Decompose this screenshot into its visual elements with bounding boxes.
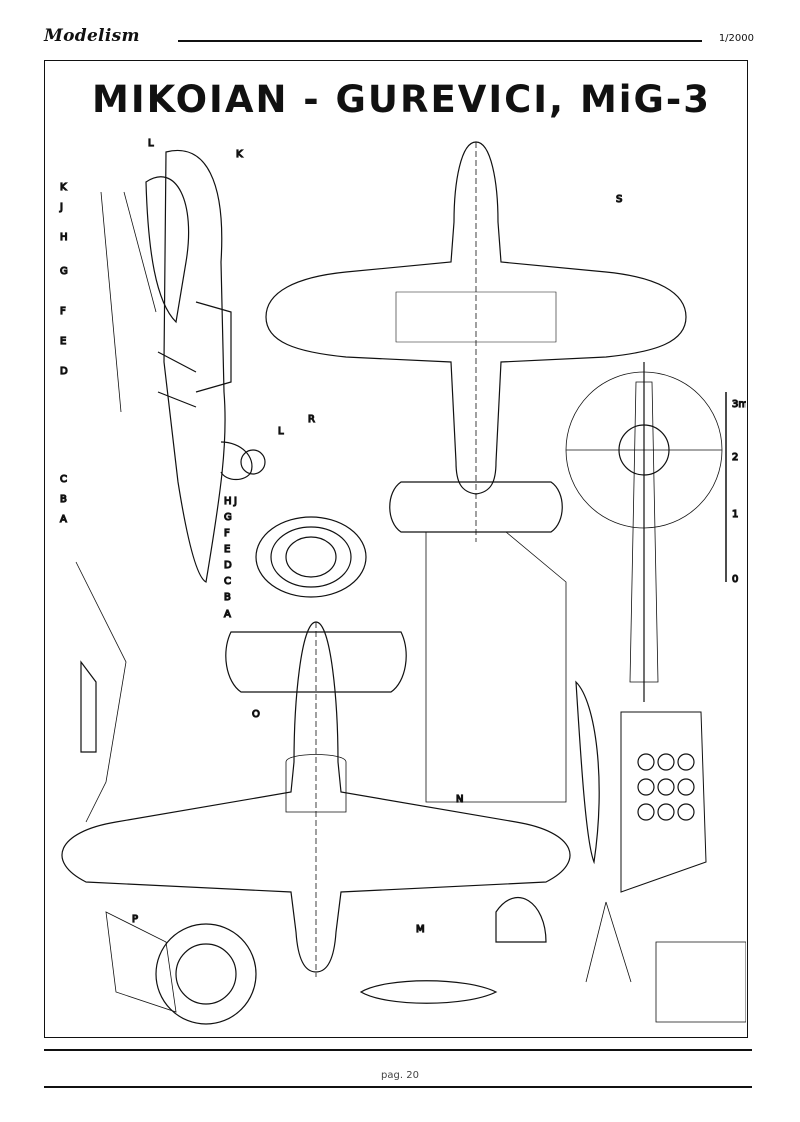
issue-number: 1/2000 (718, 33, 754, 44)
section-label: C (224, 576, 231, 587)
page-title: MIKOIAN - GUREVICI, MiG-3 (92, 78, 711, 121)
side-view (100, 149, 266, 583)
side-section-labels: A B C D E F G H J K L (58, 137, 154, 525)
section-label: H (60, 232, 68, 243)
section-label: B (224, 592, 231, 603)
drawing-frame (44, 60, 748, 1038)
section-label: J (233, 496, 237, 507)
view-label: P (132, 914, 138, 925)
section-label: A (224, 609, 231, 620)
footer-rule-top (44, 1049, 752, 1051)
section-label: J (59, 202, 63, 213)
header-rule (178, 40, 702, 42)
section-label: K (60, 182, 67, 193)
front-view (565, 362, 727, 702)
view-label: M (416, 924, 425, 935)
section-label: G (60, 266, 68, 277)
view-label: S (616, 194, 622, 205)
detail-drawings (75, 531, 746, 1025)
magazine-brand: Modelism (44, 26, 140, 46)
footer-rule-bottom (44, 1086, 752, 1088)
scale-tick-label: 0 (732, 574, 738, 585)
section-label: L (148, 138, 154, 149)
view-label: R (308, 414, 315, 425)
scale-bar: 0 1 2 3m (731, 398, 746, 585)
section-label: G (224, 512, 232, 523)
section-label: F (60, 306, 66, 317)
section-label: B (60, 494, 67, 505)
section-label: F (224, 528, 230, 539)
cross-sections: A B C D E F G H J (223, 495, 367, 621)
section-label: E (224, 544, 230, 555)
view-labels: K L R S O N M P (131, 148, 623, 935)
section-label: A (60, 514, 67, 525)
section-label: H (224, 496, 232, 507)
scale-tick-label: 2 (732, 452, 738, 463)
view-label: L (278, 426, 284, 437)
scale-tick-label: 3m (732, 399, 746, 410)
section-label: C (60, 474, 67, 485)
page-number: pag. 20 (381, 1070, 419, 1081)
section-label: E (60, 336, 66, 347)
top-view (265, 141, 687, 542)
view-label: K (236, 149, 243, 160)
view-label: O (252, 709, 260, 720)
bottom-view (61, 621, 571, 977)
section-label: D (224, 560, 232, 571)
section-label: D (60, 366, 68, 377)
view-label: N (456, 794, 463, 805)
aircraft-drawings: A B C D E F G H J K L 0 1 2 3m A (58, 137, 746, 1025)
scale-tick-label: 1 (732, 509, 738, 520)
